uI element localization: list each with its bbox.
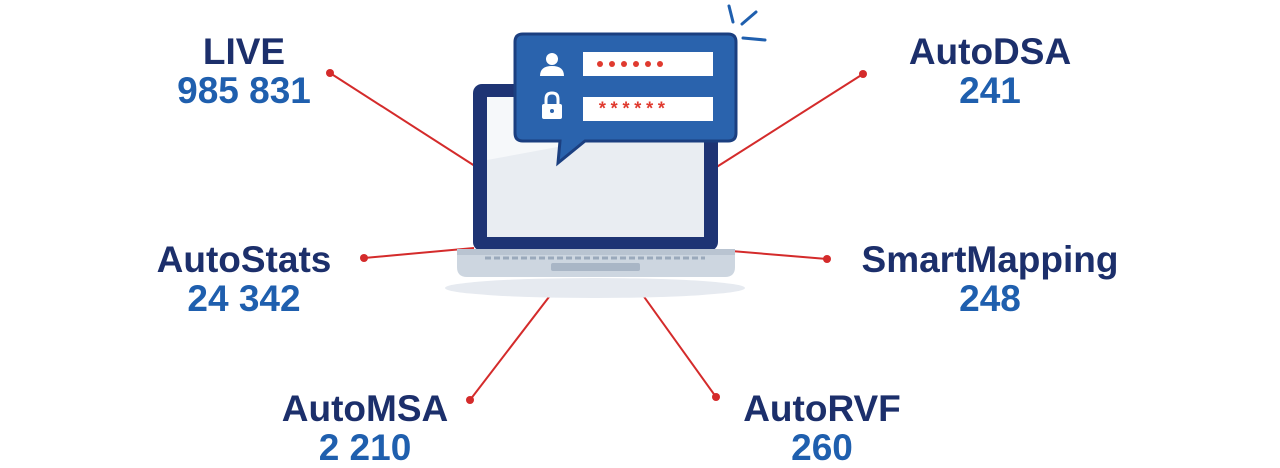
connector-smartmapping [718,249,828,260]
connector-dot-automsa [466,396,474,404]
connector-dots [326,69,867,404]
notification-lines [727,4,767,42]
username-mask [597,61,663,67]
stat-value-autorvf: 260 [791,427,853,468]
stat-autostats: AutoStats 24 342 [119,241,369,317]
connectors [329,72,864,401]
laptop-trackpad [551,263,640,271]
stat-autodsa: AutoDSA 241 [865,33,1115,109]
stat-automsa: AutoMSA 2 210 [240,390,490,466]
connector-dot-autorvf [712,393,720,401]
stat-name-autodsa: AutoDSA [908,31,1072,72]
connector-dot-smartmapping [823,255,831,263]
login-bubble: ****** [513,32,738,167]
stat-value-autostats: 24 342 [187,278,301,319]
lock-icon [542,91,562,119]
stat-name-smartmapping: SmartMapping [861,239,1119,280]
stat-name-live: LIVE [202,31,286,72]
stat-smartmapping: SmartMapping 248 [840,241,1140,317]
connector-dot-live [326,69,334,77]
connector-dot-autostats [360,254,368,262]
stat-value-smartmapping: 248 [959,278,1021,319]
stat-value-automsa: 2 210 [318,427,412,468]
password-mask: ****** [597,101,668,121]
stat-name-autostats: AutoStats [156,239,332,280]
stat-live: LIVE 985 831 [144,33,344,109]
connector-autostats [363,247,475,259]
connector-dot-autodsa [859,70,867,78]
connector-live [329,72,479,169]
stat-autorvf: AutoRVF 260 [697,390,947,466]
connector-autodsa [714,73,864,169]
connector-autorvf [631,279,717,398]
stat-name-autorvf: AutoRVF [743,388,901,429]
stat-value-live: 985 831 [177,70,311,111]
user-icon [540,53,564,76]
stat-value-autodsa: 241 [959,70,1021,111]
connector-automsa [469,279,563,401]
stat-name-automsa: AutoMSA [281,388,449,429]
password-field [583,97,713,121]
